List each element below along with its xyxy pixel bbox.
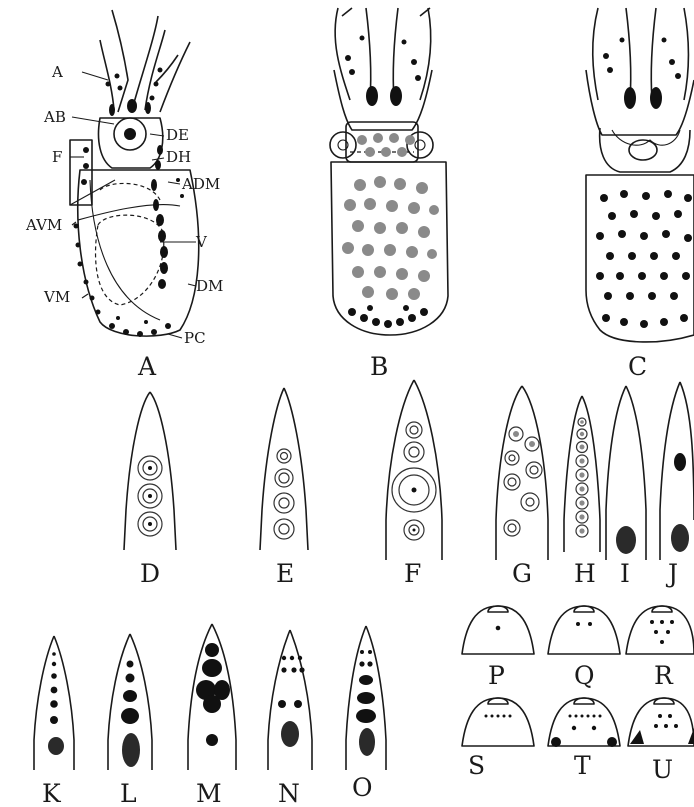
annotation-VM: VM — [43, 288, 70, 306]
annotation-DH: DH — [166, 148, 191, 166]
annotation-AVM: AVM — [25, 216, 62, 234]
panel-label-M: M — [196, 779, 222, 807]
panel-label-P: P — [488, 661, 505, 690]
panel-label-N: N — [278, 779, 300, 807]
squid-lateral-view: A AB DE DH F ADM AVM V VM DM PC — [25, 10, 223, 347]
panel-label-G: G — [512, 559, 532, 588]
head-diagram-T — [548, 698, 620, 747]
arm-diagram-H — [564, 396, 600, 552]
arm-diagram-L — [108, 634, 152, 770]
arm-diagram-E — [260, 388, 308, 550]
panel-label-F: F — [404, 559, 421, 588]
panel-label-J: J — [665, 559, 678, 588]
panel-label-L: L — [120, 779, 137, 807]
panel-label-U: U — [652, 755, 673, 784]
panel-label-S: S — [468, 751, 485, 780]
arm-diagram-F — [386, 380, 442, 560]
arm-diagram-M — [188, 624, 236, 770]
panel-label-E: E — [276, 559, 294, 588]
arm-diagram-I — [606, 386, 646, 560]
annotation-PC: PC — [184, 329, 206, 347]
panel-label-I: I — [620, 559, 630, 588]
panel-label-D: D — [140, 559, 160, 588]
head-diagram-Q — [548, 606, 620, 654]
arm-diagram-N — [268, 630, 312, 770]
panel-label-C: C — [628, 352, 647, 381]
annotation-A: A — [51, 63, 63, 81]
panel-label-H: H — [574, 559, 596, 588]
annotation-DM: DM — [196, 277, 223, 295]
arm-diagram-D — [124, 392, 176, 550]
arm-diagram-O — [346, 626, 386, 770]
head-diagram-U — [628, 698, 694, 746]
annotation-ADM: ADM — [181, 175, 220, 193]
annotation-F: F — [52, 148, 62, 166]
panel-label-K: K — [42, 779, 62, 807]
panel-label-B: B — [370, 352, 388, 381]
arm-diagram-K — [34, 636, 74, 770]
annotation-AB: AB — [43, 108, 66, 126]
panel-label-R: R — [654, 661, 674, 690]
squid-dorsal-view-C — [586, 8, 694, 342]
head-diagram-P — [462, 606, 534, 654]
panel-label-O: O — [352, 773, 373, 802]
panel-label-Q: Q — [574, 661, 595, 690]
head-diagram-R — [626, 606, 694, 654]
panel-label-T: T — [574, 751, 591, 780]
arm-diagram-G — [496, 386, 548, 560]
annotation-DE: DE — [166, 126, 189, 144]
squid-ventral-view-B — [330, 8, 448, 335]
arm-diagram-J — [660, 382, 694, 560]
annotation-V: V — [195, 233, 208, 251]
head-diagram-S — [462, 698, 534, 746]
panel-label-A: A — [137, 352, 157, 381]
